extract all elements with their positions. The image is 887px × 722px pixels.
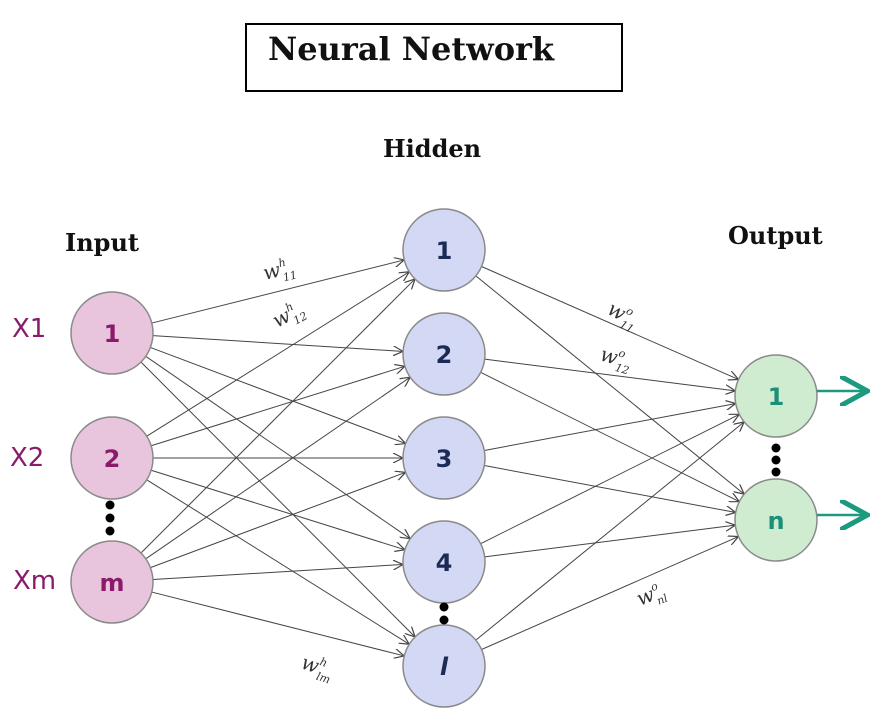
ellipsis-dot — [771, 467, 781, 477]
input-node-1: 1 — [70, 291, 154, 375]
input-node-circle — [70, 540, 154, 624]
edge-input-1-hidden-1 — [151, 260, 403, 324]
hidden-node-1: 1 — [402, 208, 486, 292]
edge-input-1-hidden-3 — [150, 346, 404, 443]
edge-input-2-hidden-l — [146, 479, 409, 644]
row-label-xm: Xm — [13, 566, 57, 596]
output-layer-label: Output — [728, 221, 823, 250]
edge-hidden-3-output-n — [484, 465, 734, 513]
input-node-circle — [70, 416, 154, 500]
ellipsis-dot — [105, 526, 115, 536]
edge-hidden-2-output-1 — [484, 358, 735, 391]
weight-label-w-h-11: wh11 — [260, 254, 298, 289]
input-node-2: 2 — [70, 416, 154, 500]
input-node-circle — [70, 291, 154, 375]
hidden-node-label: 1 — [436, 237, 453, 265]
nodes-layer: 1 2 m 1 2 3 4 l 1 n — [70, 208, 818, 708]
edge-hidden-l-output-n — [481, 537, 738, 650]
hidden-node-label: 2 — [436, 341, 453, 369]
weight-label-w-h-lm: whlm — [297, 650, 336, 687]
edge-input-2-hidden-1 — [146, 272, 409, 437]
edge-input-m-hidden-l — [151, 591, 404, 656]
ellipsis-dot — [105, 500, 115, 510]
ellipsis-dot — [439, 602, 449, 612]
output-node-label: n — [767, 507, 784, 535]
edge-hidden-4-output-1 — [480, 415, 739, 545]
weight-label-w-o-12: wo12 — [597, 342, 635, 378]
edge-hidden-1-output-1 — [481, 266, 738, 380]
edge-input-m-hidden-4 — [152, 565, 402, 581]
hidden-node-4: 4 — [402, 520, 486, 604]
ellipsis-dot — [771, 455, 781, 465]
edge-hidden-1-output-n — [475, 275, 744, 494]
input-layer-label: Input — [65, 228, 139, 257]
output-node-label: 1 — [768, 383, 785, 411]
weight-labels: wh11 wh12 whlm wo11 wo12 wonl — [260, 254, 670, 687]
hidden-node-label: l — [440, 653, 449, 681]
edge-input-1-hidden-2 — [152, 335, 402, 352]
hidden-node-label: 4 — [436, 549, 453, 577]
ellipsis-dot — [439, 615, 449, 625]
edge-input-m-hidden-1 — [140, 280, 414, 554]
input-node-label: m — [99, 569, 124, 597]
output-node-n: n — [734, 478, 818, 562]
edge-input-2-hidden-4 — [150, 469, 404, 549]
diagram-title: Neural Network — [268, 30, 555, 68]
hidden-node-l: l — [402, 624, 486, 708]
edge-hidden-3-output-1 — [484, 404, 734, 451]
output-ellipsis — [771, 443, 781, 477]
weight-label-w-o-nl: wonl — [633, 578, 670, 615]
hidden-ellipsis — [439, 602, 449, 625]
hidden-node-circle — [402, 624, 486, 708]
hidden-node-2: 2 — [402, 312, 486, 396]
edge-input-2-hidden-2 — [150, 367, 404, 447]
ellipsis-dots — [105, 443, 781, 625]
output-node-circle — [734, 478, 818, 562]
input-hidden-edges — [140, 260, 414, 656]
output-node-circle — [734, 354, 818, 438]
edge-hidden-l-output-1 — [475, 422, 744, 641]
output-node-1: 1 — [734, 354, 818, 438]
hidden-layer-label: Hidden — [383, 134, 482, 163]
edge-input-1-hidden-l — [140, 361, 414, 636]
title-box — [245, 23, 623, 92]
edge-hidden-4-output-n — [484, 525, 735, 558]
hidden-node-3: 3 — [402, 416, 486, 500]
hidden-output-edges — [475, 266, 744, 650]
weight-label-w-h-12: wh12 — [268, 296, 310, 336]
edge-input-1-hidden-4 — [145, 355, 410, 538]
hidden-node-circle — [402, 416, 486, 500]
input-node-label: 1 — [104, 320, 121, 348]
input-node-m: m — [70, 540, 154, 624]
input-ellipsis — [105, 500, 115, 536]
hidden-node-circle — [402, 208, 486, 292]
edge-input-m-hidden-3 — [150, 473, 404, 569]
row-label-x1: X1 — [12, 314, 47, 344]
row-label-x2: X2 — [10, 443, 45, 473]
ellipsis-dot — [105, 513, 115, 523]
output-arrows — [817, 391, 865, 515]
edge-hidden-2-output-n — [480, 371, 739, 501]
edge-input-m-hidden-2 — [145, 378, 410, 560]
ellipsis-dot — [771, 443, 781, 453]
hidden-node-label: 3 — [436, 445, 453, 473]
hidden-node-circle — [402, 312, 486, 396]
input-node-label: 2 — [104, 445, 121, 473]
weight-label-w-o-11: wo11 — [602, 296, 643, 336]
